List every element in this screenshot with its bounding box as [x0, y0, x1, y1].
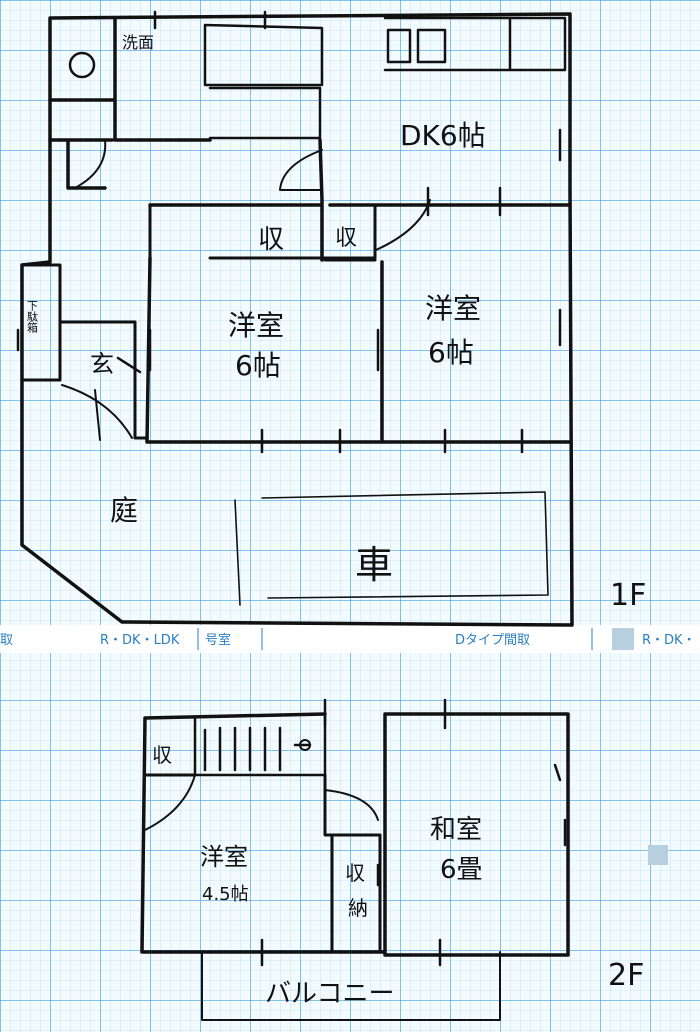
wall-upper-hall [148, 138, 572, 262]
label-storage-b: 収 [335, 226, 357, 251]
stair-block [193, 712, 327, 777]
balcony-tick-marks-1f [16, 10, 562, 454]
label-storage-a: 収 [258, 225, 284, 255]
wall-wet-area [48, 16, 212, 190]
strip-right-label: R・DK・ [642, 633, 696, 648]
label-2f-storage: 収 [152, 743, 172, 767]
label-strip: 取 R・DK・LDK 号室 Dタイプ間取 R・DK・ [0, 625, 700, 653]
door-swing-2f-closet [324, 789, 379, 821]
wall-storage-row [148, 203, 377, 262]
label-floor2-level: 2F [608, 958, 644, 993]
floor-2-exterior-wall [140, 712, 570, 957]
parking-outline [261, 491, 549, 599]
label-balcony: バルコニー [265, 979, 394, 1009]
door-swing-2f-storage [144, 774, 196, 831]
floor-1-plan [16, 10, 574, 627]
strip-left-cut: 取 [0, 633, 13, 648]
dk-counter [383, 16, 567, 72]
strip-type-label: R・DK・LDK [100, 633, 180, 648]
label-2f-closet: 収納 [345, 861, 368, 920]
floor-2-plan [140, 698, 570, 1021]
yard-divider [234, 499, 241, 606]
wall-stair-storage [143, 773, 382, 837]
label-yard: 庭 [110, 494, 138, 527]
label-shoe-box: 下駄箱 [26, 300, 39, 334]
wall-room-left [145, 256, 384, 444]
strip-room-no: 号室 [205, 632, 231, 648]
label-entrance: 玄 [90, 350, 114, 378]
stair-post [299, 739, 311, 751]
closet-box [330, 833, 382, 952]
kitchen-counter [203, 23, 324, 140]
label-floor1-level: 1F [610, 578, 646, 613]
label-car: 車 [355, 543, 393, 587]
balcony-outline [201, 951, 501, 1021]
door-swing-closet [74, 139, 107, 189]
door-swing-lower [61, 384, 133, 441]
tick-marks-2f [260, 698, 567, 967]
label-washroom: 洗面 [122, 33, 154, 52]
floor-1-exterior-wall [20, 12, 574, 627]
door-swing-hall [279, 149, 323, 191]
wall-entrance [20, 263, 149, 440]
strip-plan-type: Dタイプ間取 [455, 633, 530, 648]
paper-scuff [648, 845, 668, 865]
label-dk: DK6帖 [400, 119, 486, 152]
bath-fixture [68, 51, 96, 79]
